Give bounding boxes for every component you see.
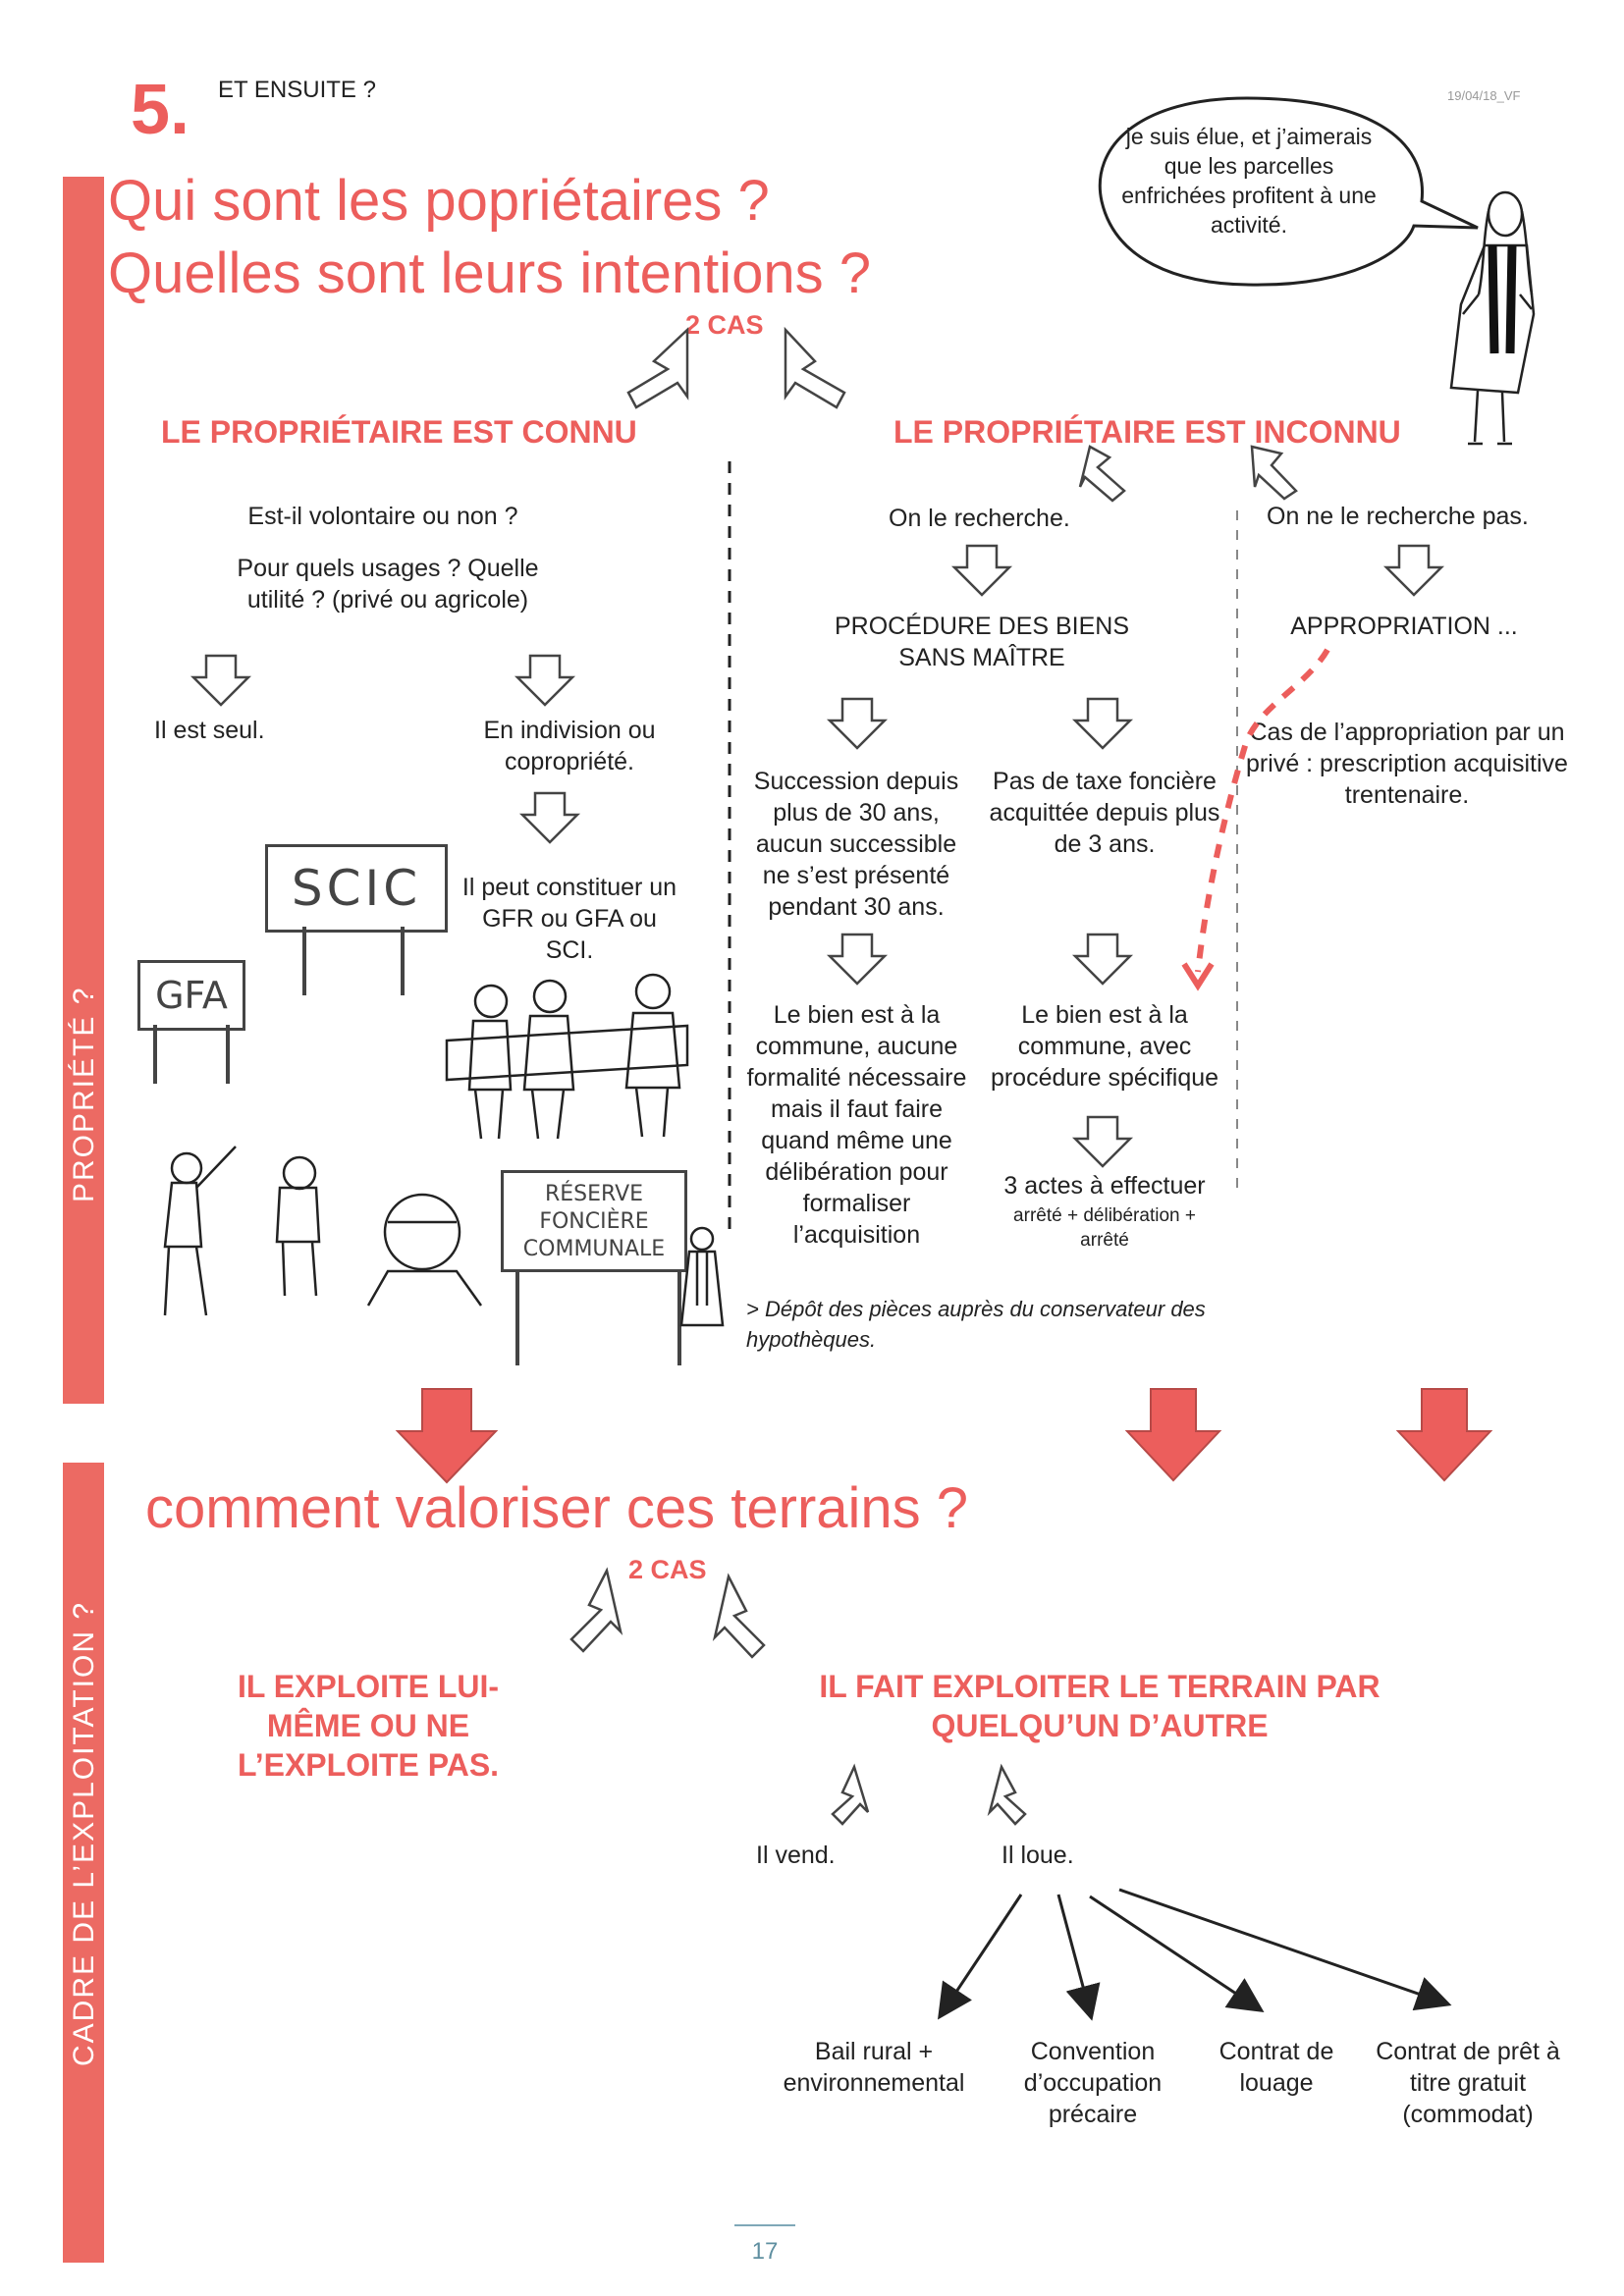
known-constitute: Il peut constituer un GFR ou GFA ou SCI. — [461, 874, 677, 964]
appropriation-case: Cas de l’appropriation par un privé : pr… — [1246, 719, 1568, 809]
property-cases-label: 2 CAS — [685, 310, 764, 340]
red-dashed-arrow — [1195, 648, 1330, 973]
property-title-line2: Quelles sont leurs intentions ? — [108, 241, 871, 305]
section-number: 5. — [131, 71, 190, 149]
succession-text: Succession depuis plus de 30 ans, aucun … — [753, 768, 959, 921]
result-commune-b: Le bien est à la commune, avec procédure… — [990, 1001, 1219, 1092]
sign-reserve-post — [677, 1272, 681, 1365]
appropriation-title: APPROPRIATION ... — [1290, 613, 1518, 640]
property-side-bar: PROPRIÉTÉ ? — [63, 177, 104, 1404]
property-title-line1: Qui sont les popriétaires ? — [108, 169, 770, 233]
tax-text: Pas de taxe foncière acquittée depuis pl… — [989, 768, 1220, 858]
known-alone: Il est seul. — [154, 717, 265, 744]
known-joint-ownership: En indivision ou copropriété. — [483, 717, 656, 775]
people-sketch — [163, 973, 725, 1327]
sign-scic: SCIC — [265, 844, 448, 933]
section-title: ET ENSUITE ? — [218, 77, 376, 103]
sign-reserve-fonciere: RÉSERVE FONCIÈRE COMMUNALE — [501, 1170, 687, 1272]
sign-scic-post — [302, 927, 306, 995]
acts-count: 3 actes à effectuer — [1003, 1172, 1206, 1200]
version-stamp: 19/04/18_VF — [1447, 88, 1521, 103]
footer-rule — [734, 2224, 795, 2226]
sign-gfa-post — [153, 1025, 157, 1084]
known-question-usage: Pour quels usages ? Quelle utilité ? (pr… — [237, 555, 539, 614]
split-arrows-property — [626, 326, 846, 409]
rents-text: Il loue. — [1001, 1842, 1074, 1869]
unknown-no-search: On ne le recherche pas. — [1267, 503, 1529, 530]
result-commune-a: Le bien est à la commune, aucune formali… — [746, 1001, 967, 1249]
sign-scic-post — [401, 927, 405, 995]
option-bail-rural: Bail rural + environnemental — [783, 2038, 965, 2097]
down-arrows — [189, 445, 1445, 1168]
red-transition-arrows — [395, 1388, 1493, 1484]
sells-text: Il vend. — [756, 1842, 836, 1869]
option-contrat-louage: Contrat de louage — [1218, 2038, 1334, 2097]
elected-woman-figure — [1449, 190, 1536, 446]
unknown-search: On le recherche. — [889, 505, 1070, 532]
known-owner-heading: LE PROPRIÉTAIRE EST CONNU — [161, 414, 637, 450]
page-number: 17 — [751, 2238, 779, 2265]
self-exploit-heading: IL EXPLOITE LUI-MÊME OU NE L’EXPLOITE PA… — [237, 1669, 500, 1783]
option-convention: Convention d’occupation précaire — [1023, 2038, 1163, 2128]
exploitation-cases-label: 2 CAS — [628, 1555, 707, 1584]
deposit-note: > Dépôt des pièces auprès du conservateu… — [746, 1297, 1206, 1352]
rent-option-arrows — [938, 1888, 1452, 2021]
procedure-title: PROCÉDURE DES BIENS SANS MAÎTRE — [834, 613, 1130, 671]
known-question-voluntary: Est-il volontaire ou non ? — [247, 503, 518, 530]
exploitation-side-bar: CADRE DE L’EXPLOITATION ? — [63, 1463, 104, 2263]
exploitation-title: comment valoriser ces terrains ? — [145, 1476, 969, 1540]
sign-reserve-post — [515, 1272, 519, 1365]
red-dashed-arrowhead — [1181, 962, 1215, 991]
acts-detail: arrêté + délibération + arrêté — [1013, 1205, 1196, 1251]
option-commodat: Contrat de prêt à titre gratuit (commoda… — [1376, 2038, 1560, 2128]
sign-gfa: GFA — [137, 960, 245, 1031]
sign-gfa-post — [226, 1025, 230, 1084]
other-exploit-heading: IL FAIT EXPLOITER LE TERRAIN PAR QUELQU’… — [819, 1669, 1380, 1743]
split-arrows-exploitation — [569, 1567, 1027, 1826]
unknown-owner-heading: LE PROPRIÉTAIRE EST INCONNU — [893, 414, 1401, 450]
speech-bubble — [1098, 96, 1479, 287]
speech-bubble-text: je suis élue, et j’aimerais que les parc… — [1121, 124, 1377, 238]
